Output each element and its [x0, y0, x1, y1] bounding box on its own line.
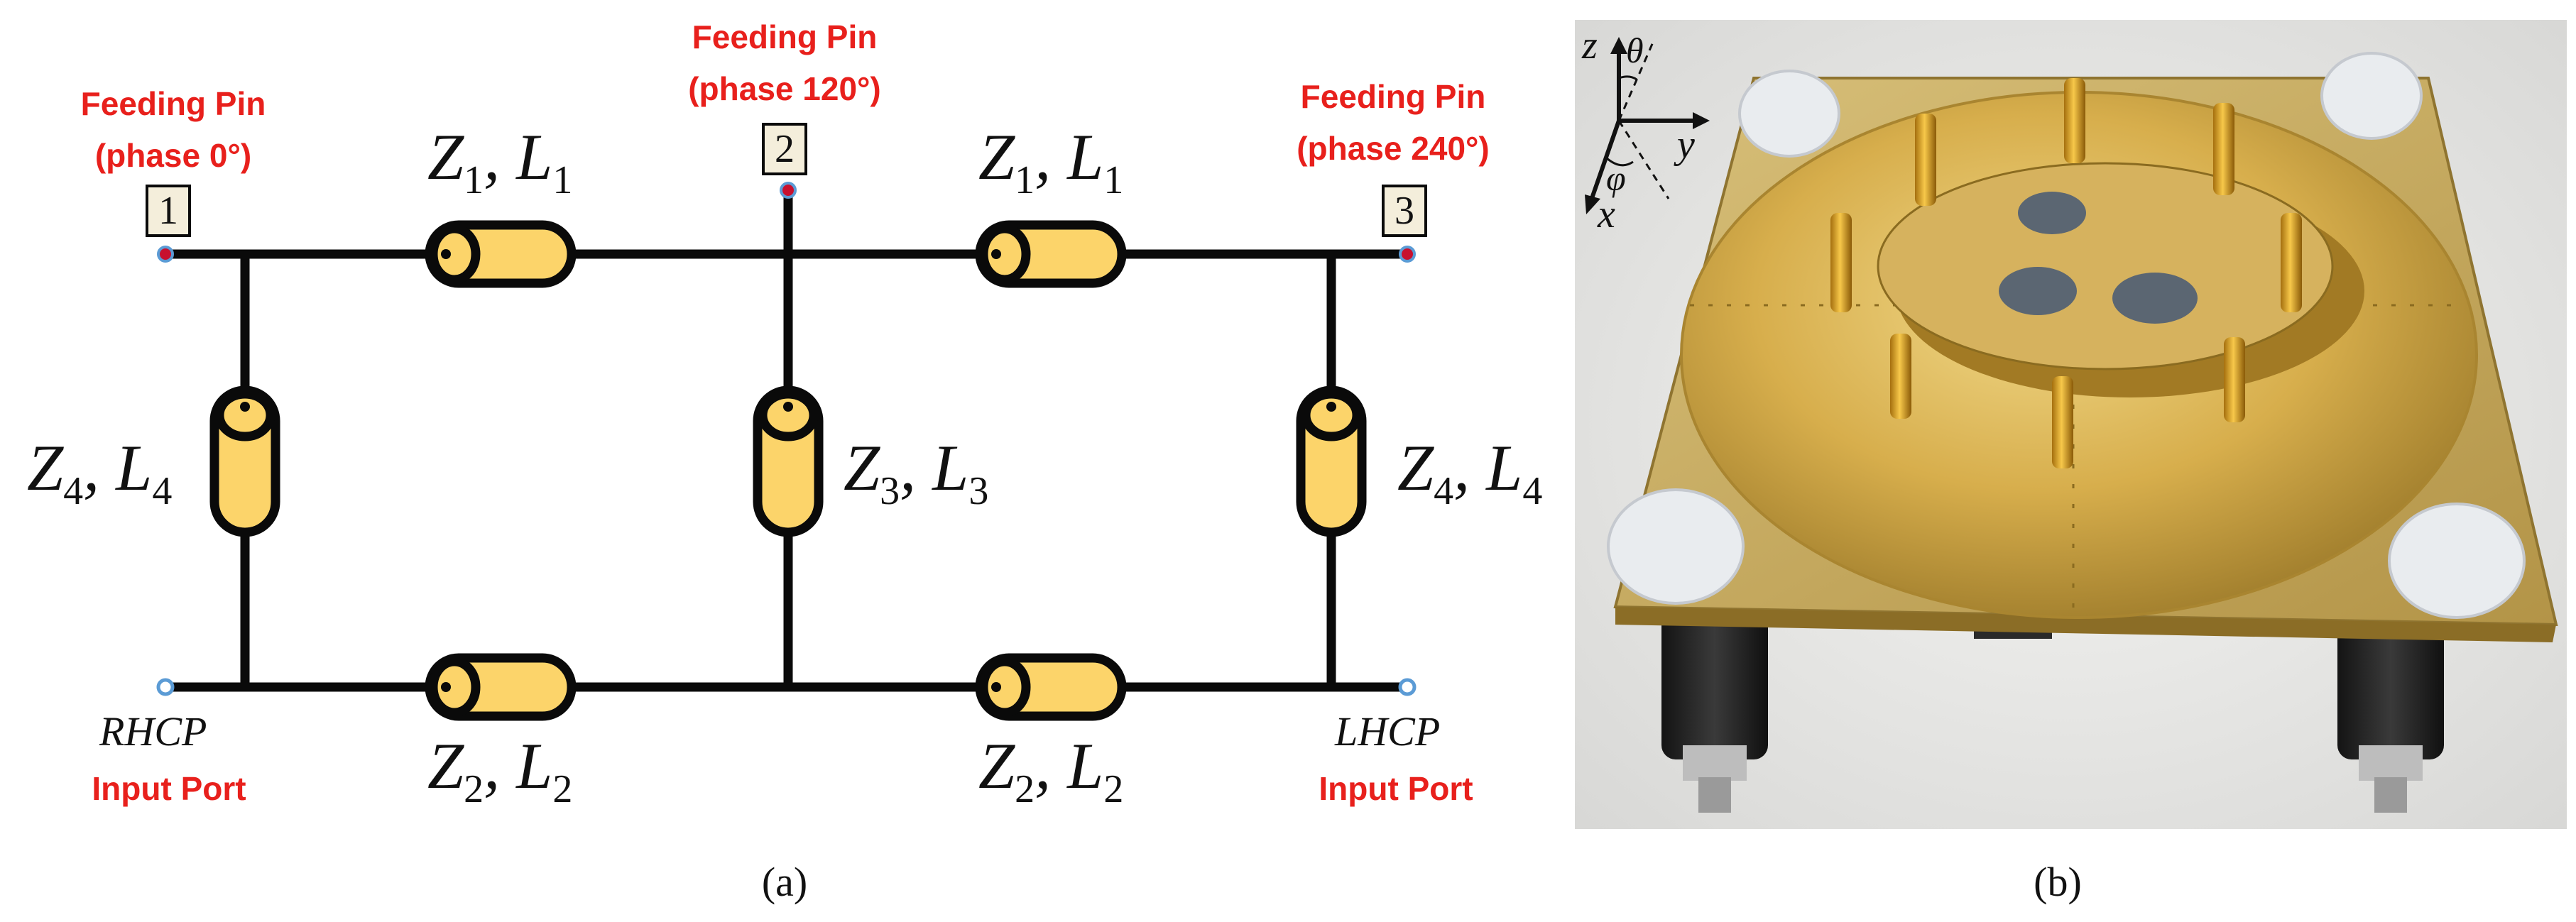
- label-vertical-left: Z4, L4: [27, 432, 172, 513]
- axis-phi-label: φ: [1606, 158, 1626, 198]
- rhcp-label: RHCP: [99, 708, 207, 754]
- plastic-screws: [1607, 52, 2526, 619]
- panel-a-circuit: 1 2 3 Feeding Pin (phase 0°) Feeding Pin…: [27, 18, 1542, 905]
- label-bottom-right: Z2, L2: [978, 730, 1123, 811]
- axis-system: z θ y φ x: [1581, 23, 1710, 236]
- tline-bottom-right: [975, 653, 1127, 721]
- lhcp-port-dot: [1398, 678, 1417, 696]
- pin-1-box: 1: [146, 185, 191, 237]
- caption-a: (a): [762, 859, 807, 905]
- lhcp-input-port-label: Input Port: [1319, 770, 1473, 807]
- pin-2-box: 2: [762, 123, 807, 175]
- pin-1-label-line2: (phase 0°): [95, 137, 251, 174]
- upper-patch: [1877, 162, 2334, 371]
- pin-2-number: 2: [775, 127, 795, 171]
- pin-1-dot: [157, 246, 174, 263]
- label-vertical-middle: Z3, L3: [844, 432, 988, 513]
- rhcp-port-dot: [156, 678, 175, 696]
- solder-blobs: [1999, 192, 2198, 324]
- x-axis: [1588, 120, 1621, 203]
- tline-vertical-left: [209, 385, 280, 537]
- pin-2-label-line1: Feeding Pin: [692, 18, 878, 55]
- tline-vertical-right: [1296, 385, 1367, 537]
- theta-ray: [1617, 38, 1656, 121]
- label-vertical-right: Z4, L4: [1397, 432, 1542, 513]
- pin-2-dot: [780, 182, 797, 199]
- tline-vertical-middle: [753, 385, 824, 537]
- tline-top-left: [425, 220, 577, 288]
- pin-3-label-line1: Feeding Pin: [1301, 78, 1486, 115]
- rhcp-input-port-label: Input Port: [92, 770, 246, 807]
- pin-3-box: 3: [1382, 185, 1427, 237]
- label-bottom-left: Z2, L2: [427, 730, 572, 811]
- shorting-pins: [1830, 78, 2302, 468]
- pin-1-label-line1: Feeding Pin: [81, 85, 266, 122]
- pin-3-label-line2: (phase 240°): [1297, 130, 1490, 167]
- lhcp-label: LHCP: [1334, 708, 1440, 754]
- pin-3-dot: [1399, 246, 1416, 263]
- pin-3-number: 3: [1395, 189, 1414, 233]
- label-top-right: Z1, L1: [978, 121, 1123, 202]
- pin-1-number: 1: [158, 189, 178, 233]
- pin-2-label-line2: (phase 120°): [688, 70, 881, 107]
- panel-b-photo: z θ y φ x (b): [1575, 20, 2567, 905]
- caption-b: (b): [2034, 859, 2082, 905]
- base-plate-edge: [1615, 607, 2556, 642]
- label-top-left: Z1, L1: [427, 121, 572, 202]
- tline-top-right: [975, 220, 1127, 288]
- axis-x-label: x: [1597, 192, 1615, 236]
- axis-theta-label: θ: [1626, 31, 1644, 70]
- phi-ray: [1617, 120, 1670, 199]
- axis-y-label: y: [1674, 123, 1695, 167]
- axis-z-label: z: [1581, 23, 1598, 67]
- tline-bottom-left: [425, 653, 577, 721]
